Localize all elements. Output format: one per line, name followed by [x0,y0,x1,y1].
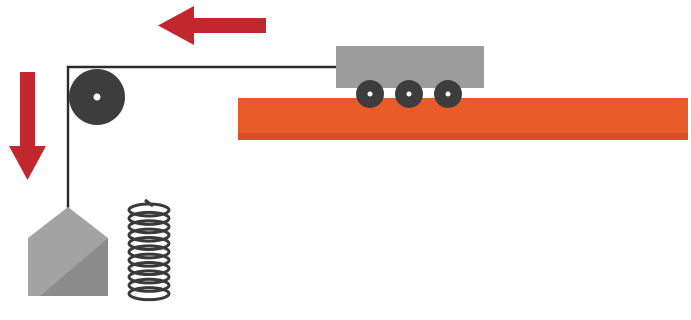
arrow-left-head [158,6,194,45]
arrow-left-shaft [188,18,266,33]
cart-wheel-hub [367,91,373,97]
hanging-weight [28,207,108,296]
track [238,98,688,140]
arrow-down-head [9,146,46,180]
cart-wheels [356,80,462,108]
cart-wheel-hub [406,91,412,97]
pulley [69,69,125,125]
cart [336,46,484,108]
arrow-left-icon [158,6,266,45]
spring-lead [144,198,154,208]
weight-shade [40,238,108,296]
spring-coils [127,202,171,302]
rope [66,65,336,210]
track-shadow [238,133,688,140]
arrow-down-shaft [20,72,35,150]
pulley-hub [93,93,101,101]
arrow-down-icon [9,72,46,180]
spring [127,198,171,302]
cart-wheel-hub [445,91,451,97]
